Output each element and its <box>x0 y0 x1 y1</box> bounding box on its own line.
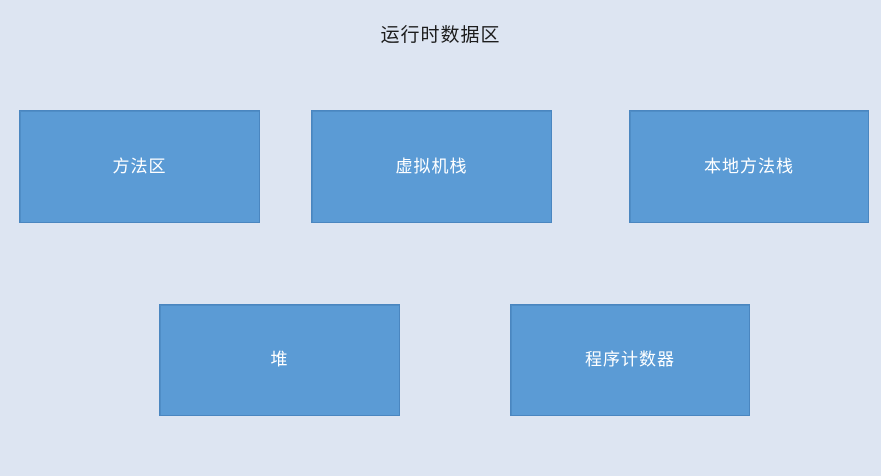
node-vm-stack[interactable]: 虚拟机栈 <box>311 110 552 223</box>
node-heap-label: 堆 <box>270 350 289 370</box>
node-native-method-stack[interactable]: 本地方法栈 <box>629 110 869 223</box>
node-native-method-stack-label: 本地方法栈 <box>704 156 794 177</box>
node-program-counter-register[interactable]: 程序计数器 <box>510 304 750 416</box>
node-program-counter-register-label: 程序计数器 <box>585 350 675 370</box>
node-vm-stack-label: 虚拟机栈 <box>395 156 468 177</box>
node-method-area[interactable]: 方法区 <box>19 110 260 223</box>
node-heap[interactable]: 堆 <box>159 304 400 416</box>
diagram-title: 运行时数据区 <box>380 24 501 46</box>
node-method-area-label: 方法区 <box>112 156 167 177</box>
